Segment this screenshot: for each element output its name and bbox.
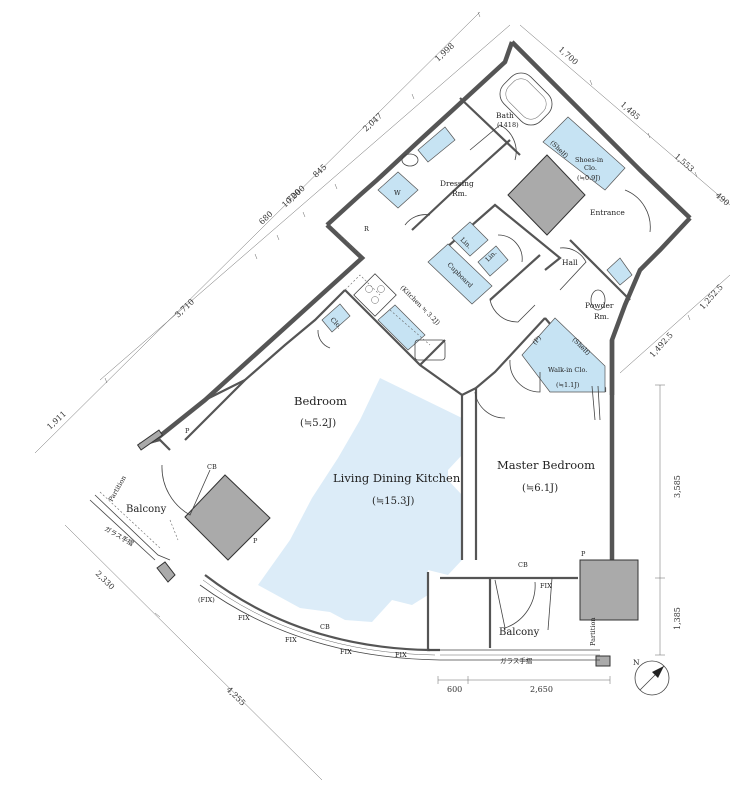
shafts <box>156 154 639 667</box>
pipe-mark-2: P <box>253 537 258 545</box>
bath-size-label: (1418) <box>497 121 519 129</box>
dim-right-1252: 1,252.5 <box>698 283 725 312</box>
powder-storage <box>606 257 633 286</box>
dim-top-10000: 10,000 <box>280 184 307 210</box>
kitchen-sink <box>414 339 446 361</box>
dim-top-1998: 1,998 <box>433 41 456 63</box>
door-bath-dressing <box>404 214 431 226</box>
dim-top-3710: 3,710 <box>173 297 196 319</box>
door-bedroom-closet <box>317 329 331 349</box>
fixtures <box>334 72 606 361</box>
balcony-column-2 <box>595 655 611 667</box>
dim-top-2047: 2,047 <box>361 111 384 133</box>
ldk-label: Living Dining Kitchen <box>333 471 461 485</box>
door-bedroom <box>474 391 506 419</box>
bottom-balcony-label: Balcony <box>499 627 540 638</box>
compass-north-label: N <box>633 658 640 667</box>
pipe-mark-3: P <box>581 550 586 558</box>
shoes-label-3: (≒0.9J) <box>577 174 601 182</box>
cb-mark-1: CB <box>207 463 217 471</box>
washer-label: W <box>394 189 401 197</box>
fridge-label: R <box>364 225 370 233</box>
dim-right-490: 490 <box>714 191 731 208</box>
bedroom-area-label: (≒5.2J) <box>300 418 336 429</box>
powder-room-label: Powder <box>585 301 614 310</box>
shaft-living <box>184 474 271 561</box>
master-bedroom-label: Master Bedroom <box>497 458 595 472</box>
fix-mark-4: FIX <box>340 648 352 656</box>
ldk-area-label: (≒15.3J) <box>372 496 415 507</box>
kitchen-cabinet <box>377 304 426 351</box>
dim-left-4255: 4,255 <box>225 685 248 708</box>
bedroom-label: Bedroom <box>294 394 347 408</box>
curved-window <box>199 574 600 661</box>
compass: N <box>633 658 670 696</box>
dim-bottom-600: 600 <box>447 685 462 694</box>
walkin-label-1: Walk-in Clo. <box>548 366 587 374</box>
cb-mark-3: CB <box>320 623 330 631</box>
dim-top-1911: 1,911 <box>45 409 68 431</box>
stove <box>353 273 397 317</box>
bathtub <box>499 72 553 126</box>
dressing-label-2: Rm. <box>452 189 467 198</box>
powder-room-label-2: Rm. <box>594 312 609 321</box>
linen-1 <box>451 221 489 257</box>
entrance-label: Entrance <box>590 208 625 217</box>
bedroom-closet <box>321 303 351 333</box>
dim-top-680: 680 <box>257 209 274 226</box>
cupboard <box>427 243 493 305</box>
dim-side-1385: 1,385 <box>673 607 682 630</box>
left-balcony <box>89 429 179 561</box>
master-bedroom-area-label: (≒6.1J) <box>522 483 558 494</box>
fix-mark-1: (FIX) <box>198 596 215 604</box>
cb-mark-2: CB <box>518 561 528 569</box>
door-master-balcony <box>494 579 536 629</box>
shoes-in-closet <box>542 116 626 191</box>
fix-mark-3: FIX <box>285 636 297 644</box>
fix-mark-2: FIX <box>238 614 250 622</box>
storage-areas <box>321 116 633 393</box>
shoes-label-1: Shoes-in <box>575 156 603 164</box>
fix-mark-6: FIX <box>540 582 552 590</box>
fix-mark-5: FIX <box>395 651 407 659</box>
door-lin <box>497 234 523 263</box>
door-entrance <box>624 189 651 233</box>
balcony-column <box>156 561 176 583</box>
door-left-balcony <box>161 464 211 516</box>
toilet <box>590 289 606 311</box>
walk-in-closet <box>521 317 606 393</box>
door-powder <box>559 247 587 291</box>
hall-label: Hall <box>562 258 578 267</box>
dim-right-1492: 1,492.5 <box>648 331 675 360</box>
living-dining-kitchen-area <box>258 378 462 622</box>
partition-mark-1: Partition <box>107 474 128 503</box>
shaft-dressing <box>507 154 586 236</box>
dim-side-3585: 3,585 <box>673 475 682 498</box>
dressing-label: Dressing <box>440 179 474 188</box>
dim-right-1485: 1,485 <box>619 100 642 122</box>
glass-railing-2: ガラス手摺 <box>500 656 533 665</box>
doors <box>161 124 651 631</box>
wash-basin <box>401 153 419 167</box>
door-walkin <box>509 359 541 393</box>
dim-right-1553: 1,553 <box>673 152 696 174</box>
dimension-lines <box>34 11 731 781</box>
door-dressing <box>469 124 517 161</box>
dim-bottom-2650: 2,650 <box>530 685 553 694</box>
pipe-mark-1: P <box>185 427 190 435</box>
outer-walls <box>139 40 692 652</box>
door-hall <box>489 299 536 323</box>
shoes-label-2: Clo. <box>584 164 597 172</box>
washer-space <box>377 171 419 209</box>
shaft-master <box>579 559 639 621</box>
partition-mark-2: Partition <box>589 617 597 646</box>
left-balcony-label: Balcony <box>126 504 167 515</box>
walkin-label-2: (≒1.1J) <box>556 381 580 389</box>
linen-2 <box>477 245 509 277</box>
dim-right-1700: 1,700 <box>557 45 580 67</box>
bath-label: Bath <box>496 111 514 120</box>
dressing-storage <box>417 126 456 163</box>
